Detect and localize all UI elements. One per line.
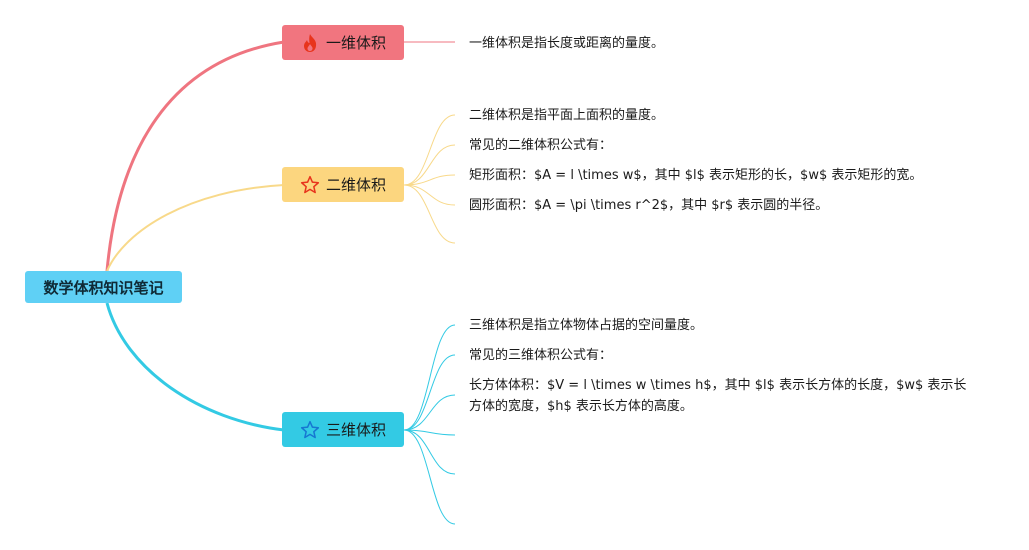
branch-node-2-label: 二维体积 <box>325 176 386 194</box>
connector-root-branch-2 <box>106 184 285 272</box>
root-node[interactable]: 数学体积知识笔记 <box>25 271 182 303</box>
branch-node-1[interactable]: 一维体积 <box>282 25 404 60</box>
fire-icon <box>300 32 320 54</box>
root-node-label: 数学体积知识笔记 <box>43 278 164 297</box>
leaf-2-2[interactable]: 常见的二维体积公式有： <box>469 138 613 153</box>
connector-root-branch-1 <box>105 40 285 272</box>
leaf-3-3[interactable]: 长方体体积：$V = l \times w \times h$，其中 $l$ 表… <box>469 378 967 414</box>
branch-node-2[interactable]: 二维体积 <box>282 167 404 202</box>
connector-root-branch-3 <box>105 302 285 432</box>
connector-branch-3-leaves <box>403 324 456 525</box>
star-outline-icon <box>300 174 320 196</box>
leaf-2-1[interactable]: 二维体积是指平面上面积的量度。 <box>469 108 665 123</box>
star-outline-icon <box>300 419 320 441</box>
branch-node-1-label: 一维体积 <box>325 34 386 52</box>
leaf-3-1[interactable]: 三维体积是指立体物体占据的空间量度。 <box>469 318 704 333</box>
leaf-2-4[interactable]: 圆形面积：$A = \pi \times r^2$，其中 $r$ 表示圆的半径。 <box>469 198 829 213</box>
branch-node-3[interactable]: 三维体积 <box>282 412 404 447</box>
leaf-2-3[interactable]: 矩形面积：$A = l \times w$，其中 $l$ 表示矩形的长，$w$ … <box>469 168 923 183</box>
leaf-1-1[interactable]: 一维体积是指长度或距离的量度。 <box>469 36 665 51</box>
leaf-3-2[interactable]: 常见的三维体积公式有： <box>469 348 613 363</box>
branch-node-3-label: 三维体积 <box>325 421 386 439</box>
connector-branch-2-leaves <box>403 114 456 244</box>
